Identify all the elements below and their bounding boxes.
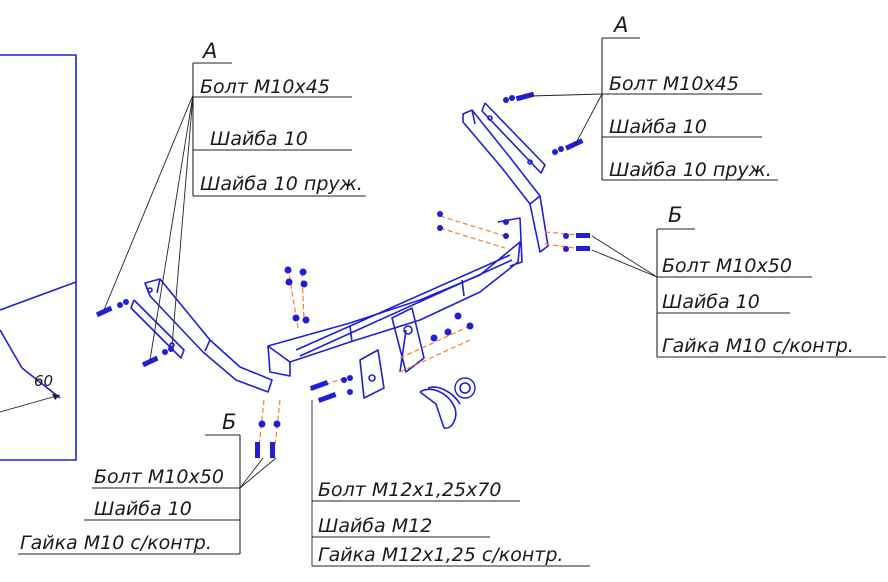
callout-line-nut: Гайка М12х1,25 с/контр. <box>318 544 563 566</box>
callout-bottom-left-b: Б Болт М10х50 Шайба 10 Гайка М10 с/контр… <box>18 410 241 555</box>
cross-beam <box>267 217 523 377</box>
callout-line-bolt: Болт М10х45 <box>609 73 739 95</box>
callout-line-nut: Гайка М10 с/контр. <box>662 335 854 357</box>
callout-line-bolt: Болт М10х50 <box>662 255 792 277</box>
callout-title: А <box>612 13 628 37</box>
callout-top-left-a: A Болт М10х45 Шайба 10 Шайба 10 пруж. <box>192 39 366 197</box>
callout-title: Б <box>668 203 682 227</box>
assembly-axes <box>257 215 591 457</box>
callout-line-washer: Шайба 10 <box>662 291 760 313</box>
callout-line-washer: Шайба 10 <box>94 498 192 520</box>
dimension-arrow-icon <box>52 394 60 400</box>
nut-icon <box>430 312 474 342</box>
bolt-icon <box>552 138 584 155</box>
callout-bottom-center: Болт М12х1,25х70 Шайба М12 Гайка М12х1,2… <box>312 479 590 567</box>
tow-hitch-assembly <box>359 307 476 429</box>
callout-line-spring-washer: Шайба 10 пруж. <box>200 173 363 195</box>
callout-line-bolt: Болт М10х50 <box>94 466 224 488</box>
bolt-icon <box>284 266 310 324</box>
bolt-icon <box>503 91 535 103</box>
callout-line-bolt: Болт М12х1,25х70 <box>318 479 501 501</box>
fasteners <box>95 91 590 458</box>
callout-line-spring-washer: Шайба 10 пруж. <box>609 159 772 181</box>
right-side-bracket <box>462 102 549 253</box>
callout-line-washer: Шайба 10 <box>210 128 308 150</box>
callout-line-washer: Шайба 10 <box>609 116 707 138</box>
bolt-icon <box>255 420 281 458</box>
left-side-bracket <box>130 278 273 393</box>
callout-top-right-a: А Болт М10х45 Шайба 10 Шайба 10 пруж. <box>601 13 778 181</box>
bolt-icon <box>141 346 174 368</box>
bolt-icon <box>437 211 509 239</box>
bolt-icon <box>309 375 353 403</box>
bolt-icon <box>563 233 590 252</box>
callout-line-nut: Гайка М10 с/контр. <box>20 532 212 554</box>
callout-right-b: Б Болт М10х50 Шайба 10 Гайка М10 с/контр… <box>656 203 886 358</box>
side-view-dimension: 60 <box>34 372 53 390</box>
side-view-frame: 60 <box>0 54 77 461</box>
bolt-icon <box>95 299 129 318</box>
leader-lines <box>103 93 658 566</box>
callout-title: Б <box>222 410 236 434</box>
callout-title: A <box>201 39 217 63</box>
callout-line-washer: Шайба М12 <box>318 515 432 537</box>
callout-line-bolt: Болт М10х45 <box>200 76 330 98</box>
